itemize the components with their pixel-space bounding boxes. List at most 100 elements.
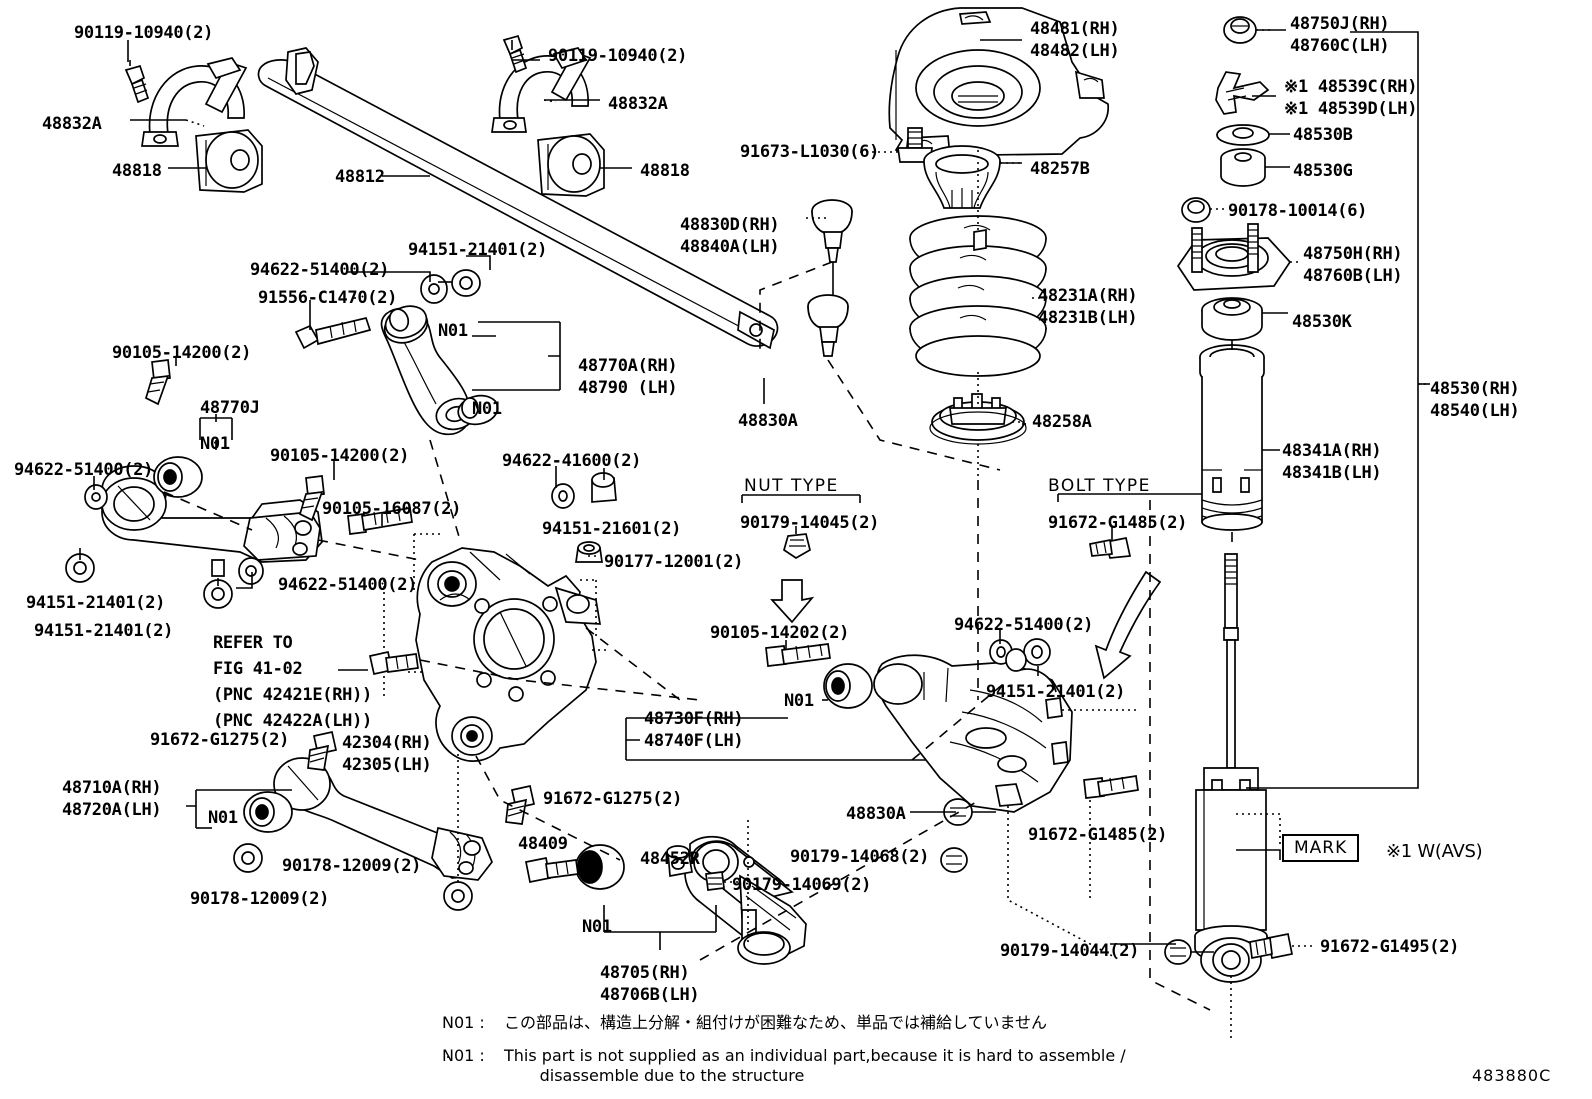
callout-48832A-right: 48832A <box>608 94 668 114</box>
bolt-90105-14200-b <box>298 475 325 522</box>
callout-91556-C1470: 91556-C1470(2) <box>258 288 398 308</box>
nut-90178-12009-a <box>233 843 263 873</box>
bolt-type-header: BOLT TYPE <box>1048 476 1151 496</box>
washer-94622-mid-low <box>238 557 264 585</box>
coil-spring-48231 <box>909 215 1047 377</box>
callout-90179-14044: 90179-14044(2) <box>1000 941 1140 961</box>
spacer-48530G <box>1220 148 1266 187</box>
callout-48258A: 48258A <box>1032 412 1092 432</box>
callout-91672-G1485-lower: 91672-G1485(2) <box>1028 825 1168 845</box>
callout-48705-48706B: 48705(RH) 48706B(LH) <box>600 963 700 1006</box>
bolt-91672-G1275-lower <box>505 784 536 825</box>
dust-cover-48341A <box>1199 344 1265 531</box>
callout-48231A-48231B: 48231A(RH) 48231B(LH) <box>1038 286 1138 329</box>
callout-90179-14069: 90179-14069(2) <box>732 875 872 895</box>
callout-48830A-upper: 48830A <box>738 411 798 431</box>
callout-91672-G1275-upper: 91672-G1275(2) <box>150 730 290 750</box>
bolt-91672-G1485-lower <box>1083 775 1139 799</box>
callout-42304-42305: 42304(RH) 42305(LH) <box>342 733 432 776</box>
callout-94622-51400-top: 94622-51400(2) <box>250 260 390 280</box>
callout-n01-upper-arm-b: N01 <box>472 399 502 419</box>
nut-90179-14068 <box>940 847 968 873</box>
stabilizer-clamp-left <box>141 57 248 147</box>
callout-48770A-48790: 48770A(RH) 48790 (LH) <box>578 356 678 399</box>
callout-94622-41600: 94622-41600(2) <box>502 451 642 471</box>
callout-90179-14068: 90179-14068(2) <box>790 847 930 867</box>
support-48750H <box>1176 223 1292 291</box>
callout-90105-14202: 90105-14202(2) <box>710 623 850 643</box>
callout-48830D-48840A: 48830D(RH) 48840A(LH) <box>680 215 780 258</box>
callout-48341A-48341B: 48341A(RH) 48341B(LH) <box>1282 441 1382 484</box>
nut-94151-21601 <box>591 472 617 503</box>
nut-94151-top <box>451 269 481 297</box>
callout-48830A-lower: 48830A <box>846 804 906 824</box>
callout-48481-48482: 48481(RH) 48482(LH) <box>1030 19 1120 62</box>
callout-48750H-48760B: 48750H(RH) 48760B(LH) <box>1303 244 1403 287</box>
bolt-90105-14202 <box>765 643 831 667</box>
callout-94151-21401-a: 94151-21401(2) <box>26 593 166 613</box>
callout-48539C-48539D: ※1 48539C(RH) ※1 48539D(LH) <box>1284 77 1418 120</box>
callout-90119-10940-left: 90119-10940(2) <box>74 23 214 43</box>
callout-90178-10014: 90178-10014(6) <box>1228 201 1368 221</box>
stabilizer-link-48830D <box>807 199 853 357</box>
callout-48770J: 48770J <box>200 398 260 418</box>
callout-48710A-48720A: 48710A(RH) 48720A(LH) <box>62 778 162 821</box>
callout-91672-G1485-upper: 91672-G1485(2) <box>1048 513 1188 533</box>
nut-90177 <box>575 541 603 563</box>
callout-48818-left: 48818 <box>112 161 162 181</box>
refer-to-line3: (PNC 42421E(RH)) <box>213 685 372 705</box>
nut-90179-14044-r <box>1164 939 1192 965</box>
bush-48818-right <box>537 133 605 197</box>
callout-94151-21601: 94151-21601(2) <box>542 519 682 539</box>
refer-to-line4: (PNC 42422A(LH)) <box>213 711 372 731</box>
callout-94622-51400-left: 94622-51400(2) <box>14 460 154 480</box>
washer-94622-right <box>989 639 1013 665</box>
washer-94622-top <box>420 274 448 304</box>
callout-n01-upper-arm-a: N01 <box>438 321 468 341</box>
washer-94622-bolt-type <box>1005 648 1027 672</box>
callout-48530G: 48530G <box>1293 161 1353 181</box>
figure-code: 483880C <box>1472 1066 1552 1085</box>
bracket-48539C <box>1215 71 1270 115</box>
bolt-90119-left <box>124 64 150 104</box>
nut-type-header: NUT TYPE <box>744 476 839 496</box>
callout-48530B: 48530B <box>1293 125 1353 145</box>
callout-94151-21401-top: 94151-21401(2) <box>408 240 548 260</box>
bush-48710A-n01 <box>243 791 293 833</box>
bumper-48530K <box>1201 297 1263 341</box>
callout-48409: 48409 <box>518 834 568 854</box>
callout-90178-12009-b: 90178-12009(2) <box>190 889 330 909</box>
callout-91672-G1275-lower: 91672-G1275(2) <box>543 789 683 809</box>
callout-91672-G1495: 91672-G1495(2) <box>1320 937 1460 957</box>
callout-90105-14200-a: 90105-14200(2) <box>112 343 252 363</box>
callout-48452R: 48452R <box>640 849 700 869</box>
bolt-90119-right <box>502 34 528 74</box>
callout-94151-21401-b: 94151-21401(2) <box>34 621 174 641</box>
bush-48818-left <box>195 129 263 193</box>
washer-94622-41600 <box>551 483 575 509</box>
callout-n01-lower-arm: N01 <box>784 691 814 711</box>
strut-rod-48770J <box>101 465 323 577</box>
callout-94622-51400-right: 94622-51400(2) <box>954 615 1094 635</box>
footnote-text-en: This part is not supplied as an individu… <box>504 1046 1126 1085</box>
callout-94151-21401-right: 94151-21401(2) <box>986 682 1126 702</box>
bolt-90105-14200-a <box>144 359 171 406</box>
lower-arm-48730F <box>873 654 1073 813</box>
callout-n01-48710A: N01 <box>208 808 238 828</box>
callout-90177-12001: 90177-12001(2) <box>604 552 744 572</box>
nut-94151-right <box>1023 638 1051 666</box>
callout-94622-51400-mid: 94622-51400(2) <box>278 575 418 595</box>
callout-48257B: 48257B <box>1030 159 1090 179</box>
nut-90178-10014 <box>1181 197 1211 223</box>
callout-91673-L1030: 91673-L1030(6) <box>740 142 880 162</box>
nut-90179-14069 <box>705 871 725 891</box>
callout-90179-14045: 90179-14045(2) <box>740 513 880 533</box>
callout-n01-48705: N01 <box>582 917 612 937</box>
knuckle-42304 <box>415 547 602 762</box>
callout-n01-48770J: N01 <box>200 434 230 454</box>
refer-to-line2: FIG 41-02 <box>213 659 303 679</box>
callout-48750J-48760C: 48750J(RH) 48760C(LH) <box>1290 14 1390 57</box>
spring-seat-48258A <box>929 393 1027 445</box>
